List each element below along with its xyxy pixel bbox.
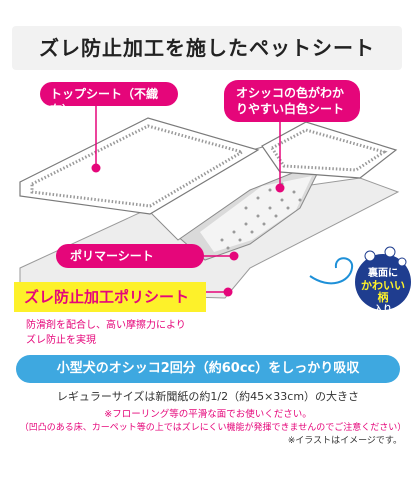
- badge-pattern-icons: [364, 246, 407, 267]
- badge-line-1: 裏面に: [368, 268, 398, 279]
- absorb-banner: [16, 355, 400, 383]
- white-sheet-label: オシッコの色がわか りやすい白色シート: [224, 80, 360, 122]
- polymer-dots: [220, 182, 302, 250]
- back-pattern-badge: [355, 254, 411, 310]
- badge-line-3: 入り: [373, 305, 392, 315]
- badge-text: 裏面に かわいい柄 入り: [356, 268, 410, 316]
- size-note: レギュラーサイズは新聞紙の約1/2（約45×33cm）の大きさ: [56, 390, 360, 403]
- badge-line-2: かわいい柄: [361, 279, 405, 304]
- swirl-decoration: [309, 257, 354, 285]
- carpet-note: （凹凸のある床、カーペット等の上ではズレにくい機能が発揮できませんのでご注意くだ…: [19, 423, 407, 433]
- top-sheet-right: [261, 121, 398, 179]
- anti-slip-description: 防滑剤を配合し、高い摩擦力により ズレ防止を実現: [26, 320, 186, 346]
- polymer-sheet-label: ポリマーシート: [56, 244, 204, 268]
- top-sheet-left-border: [30, 124, 246, 208]
- marker-white-sheet: [275, 183, 285, 193]
- polymer-dotted-area: [200, 176, 312, 252]
- marker-polymer: [229, 251, 239, 261]
- marker-top-sheet: [91, 163, 101, 173]
- illustration-note: ※イラストはイメージです。: [287, 436, 402, 446]
- page-title: ズレ防止加工を施したペットシート: [39, 36, 375, 60]
- top-sheet-label: トップシート（不織布）: [40, 82, 178, 117]
- title-banner: [12, 26, 402, 70]
- top-sheet-right-border: [269, 128, 388, 172]
- top-sheet-left: [19, 117, 260, 215]
- marker-anti-slip: [223, 287, 233, 297]
- absorb-banner-text: 小型犬のオシッコ2回分（約60cc）をしっかり吸収: [56, 361, 360, 376]
- floor-note: ※フローリング等の平滑な面でお使いください。: [104, 409, 312, 420]
- anti-slip-label: ズレ防止加工ポリシート: [14, 282, 206, 312]
